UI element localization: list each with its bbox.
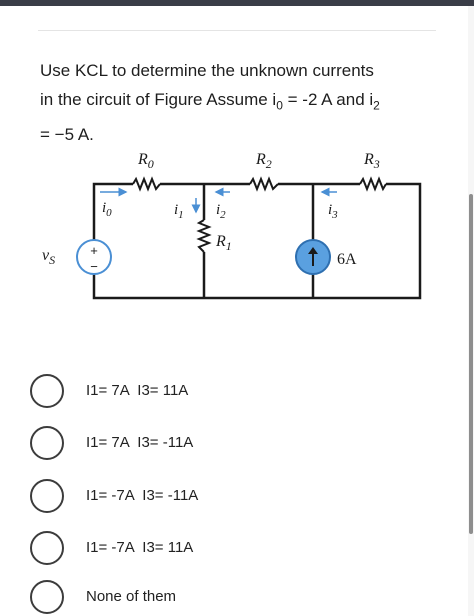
circuit-wires [92, 182, 422, 300]
option-3[interactable]: I1= -7A I3= -11A [30, 479, 350, 515]
label-vs: vS [42, 247, 55, 267]
label-i0-sub: 0 [106, 207, 112, 219]
wire-right-bottom [92, 182, 422, 300]
label-vs-sub: S [49, 253, 55, 267]
option-2[interactable]: I1= 7A I3= -11A [30, 426, 350, 462]
question-text: Use KCL to determine the unknown current… [40, 56, 435, 149]
label-r2: R2 [255, 151, 272, 171]
option-4[interactable]: I1= -7A I3= 11A [30, 531, 350, 567]
label-r2-sub: 2 [266, 157, 272, 171]
label-i3-main: i [328, 202, 332, 218]
question-line-2-b: = -2 A and i [282, 90, 374, 109]
option-2-label: I1= 7A I3= -11A [86, 434, 194, 451]
label-vs-main: v [42, 247, 50, 264]
circuit-diagram: + − R0 R2 R3 R1 i0 i1 i2 i3 vS 6A [42, 151, 422, 300]
question-line-1: Use KCL to determine the unknown current… [40, 61, 374, 80]
label-r3: R3 [363, 151, 380, 171]
label-r0-main: R [137, 151, 148, 168]
option-4-label: I1= -7A I3= 11A [86, 539, 194, 556]
label-i3: i3 [328, 202, 338, 221]
label-current-source-value: 6A [337, 251, 357, 268]
label-i2: i2 [216, 202, 226, 221]
label-r1-sub: 1 [226, 239, 232, 253]
label-r2-main: R [255, 151, 266, 168]
resistor-r3 [359, 176, 387, 192]
label-r1-main: R [215, 233, 226, 250]
radio-circle-icon[interactable] [30, 580, 64, 614]
label-i0-main: i [102, 200, 106, 216]
radio-circle-icon[interactable] [30, 374, 64, 408]
radio-circle-icon[interactable] [30, 479, 64, 513]
label-i0: i0 [102, 200, 112, 219]
question-line-2: in the circuit of Figure Assume i0 = -2 … [40, 85, 435, 120]
resistor-r1 [196, 219, 212, 253]
option-5[interactable]: None of them [30, 580, 350, 616]
option-5-label: None of them [86, 588, 177, 605]
radio-circle-icon[interactable] [30, 426, 64, 460]
label-i2-sub: 2 [220, 209, 226, 221]
label-i1-main: i [174, 202, 178, 218]
top-bar [0, 0, 474, 6]
label-i3-sub: 3 [331, 209, 338, 221]
question-sub-2: 2 [373, 98, 380, 113]
current-source-arrow-icon [308, 247, 318, 254]
resistor-r0 [132, 176, 161, 192]
label-i1-sub: 1 [178, 209, 184, 221]
label-r1: R1 [215, 233, 232, 253]
question-sub-0: 0 [276, 98, 283, 113]
option-3-label: I1= -7A I3= -11A [86, 487, 199, 504]
label-r3-main: R [363, 151, 374, 168]
label-i1: i1 [174, 202, 184, 221]
vs-minus: − [90, 259, 98, 274]
label-r0-sub: 0 [148, 157, 154, 171]
resistor-r2 [249, 176, 279, 192]
scrollbar-track[interactable] [468, 6, 474, 616]
label-i2-main: i [216, 202, 220, 218]
question-line-3: = −5 A. [40, 125, 94, 145]
label-r3-sub: 3 [373, 157, 380, 171]
vs-plus: + [90, 243, 98, 258]
radio-circle-icon[interactable] [30, 531, 64, 565]
option-1[interactable]: I1= 7A I3= 11A [30, 374, 350, 410]
question-line-2-a: in the circuit of Figure Assume i [40, 90, 277, 109]
header-divider [38, 30, 436, 31]
voltage-source-icon [76, 239, 112, 275]
label-r0: R0 [137, 151, 154, 171]
scrollbar-thumb[interactable] [469, 194, 473, 534]
wire-left-top [92, 182, 133, 240]
option-1-label: I1= 7A I3= 11A [86, 382, 189, 399]
